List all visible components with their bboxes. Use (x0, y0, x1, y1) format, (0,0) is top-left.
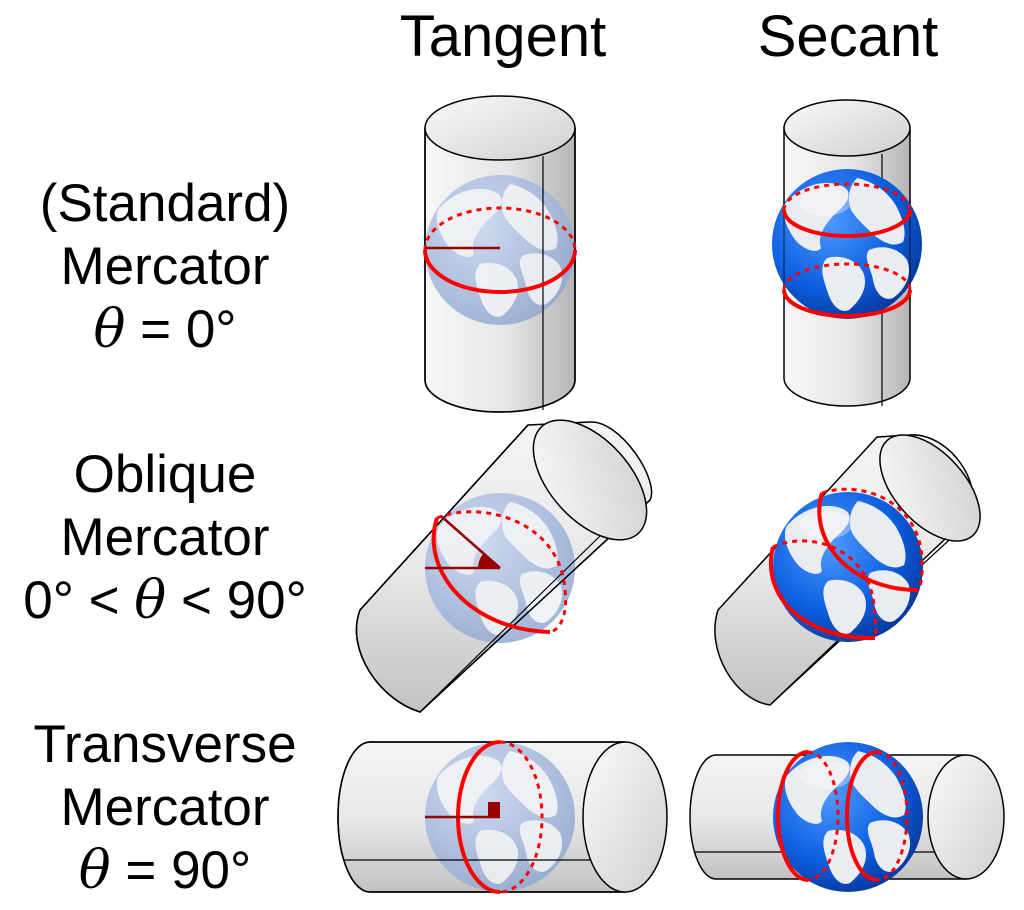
row-label-oblique: Oblique Mercator 0° < θ < 90° (0, 443, 330, 632)
column-header-tangent: Tangent (399, 4, 607, 69)
row-label-line1: Transverse (33, 715, 297, 774)
row-formula: θ = 90° (78, 840, 252, 901)
oblique-tangent-figure (355, 419, 653, 713)
transverse-secant-figure (689, 742, 1005, 892)
row-label-line2: Mercator (60, 237, 270, 296)
row-formula: 0° < θ < 90° (23, 570, 307, 631)
column-header-secant: Secant (757, 4, 939, 69)
row-label-line1: (Standard) (39, 174, 291, 233)
oblique-secant-figure (714, 434, 981, 706)
row-label-transverse: Transverse Mercator θ = 90° (0, 713, 330, 902)
row-label-line1: Oblique (73, 445, 257, 504)
standard-secant-figure (772, 99, 922, 407)
row-label-line2: Mercator (60, 778, 270, 837)
row-label-standard: (Standard) Mercator θ = 0° (0, 172, 330, 361)
row-label-line2: Mercator (60, 508, 270, 567)
row-formula: θ = 0° (93, 299, 237, 360)
transverse-tangent-figure (337, 740, 668, 894)
standard-tangent-figure (423, 95, 577, 413)
